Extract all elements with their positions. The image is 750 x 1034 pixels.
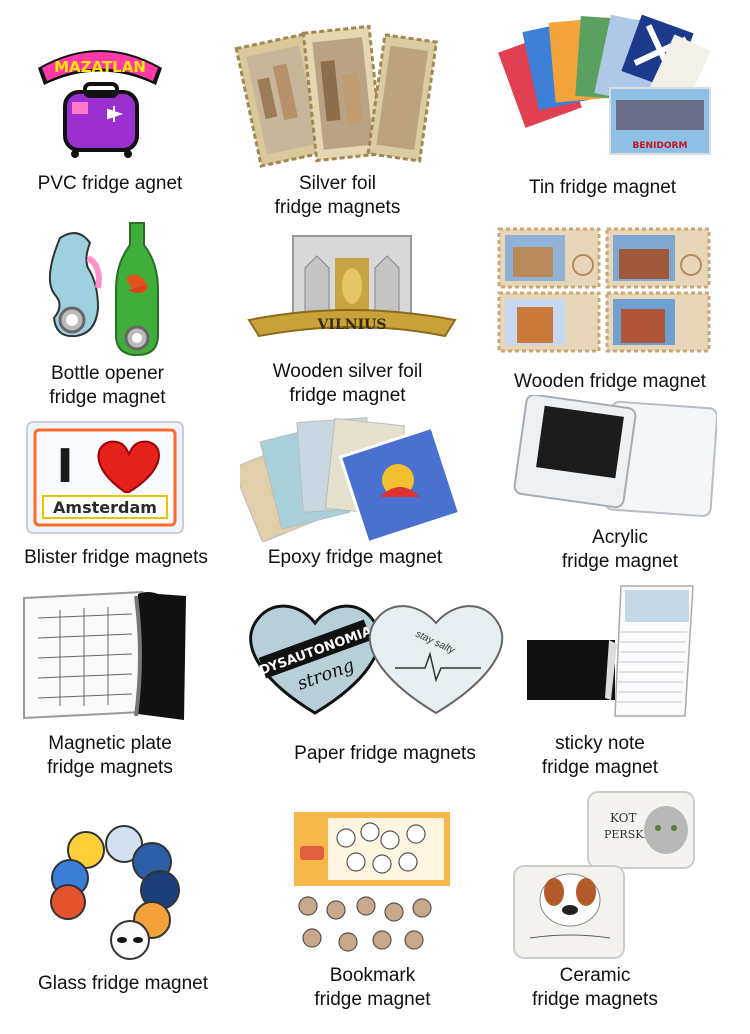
bottle-opener-image	[30, 218, 180, 363]
ceramic-art-perski: PERSKI	[604, 828, 648, 841]
caption-bookmark: Bookmark fridge magnet	[314, 965, 431, 1010]
blister-magnet-image: I Amsterdam	[25, 420, 185, 535]
caption-silver-foil: Silver foil fridge magnets	[274, 173, 401, 218]
magnetic-plate-image	[20, 588, 190, 723]
tin-art-text: BENIDORM	[633, 141, 688, 151]
ceramic-magnet-image: KOT PERSKI	[510, 788, 700, 963]
blister-art-i: I	[56, 439, 73, 493]
ceramic-art-kot: KOT	[610, 811, 636, 825]
caption-wooden: Wooden fridge magnet	[514, 371, 706, 392]
sticky-note-image	[525, 580, 705, 720]
glass-magnet-image	[48, 822, 188, 962]
caption-epoxy: Epoxy fridge magnet	[267, 547, 443, 568]
pvc-art-text: MAZATLAN	[54, 58, 146, 76]
silver-foil-magnet-image	[228, 20, 438, 170]
paper-magnet-image: DYSAUTONOMIA strong stay salty	[245, 588, 507, 718]
vilnius-art-text: VILNIUS	[317, 317, 387, 333]
caption-bottle-opener: Bottle opener fridge magnet	[49, 363, 166, 408]
caption-acrylic: Acrylic fridge magnet	[561, 527, 679, 572]
caption-sticky-note: sticky note fridge magnet	[541, 733, 659, 778]
wooden-silver-foil-image: VILNIUS	[245, 228, 460, 356]
caption-glass: Glass fridge magnet	[37, 973, 209, 994]
acrylic-magnet-image	[512, 395, 717, 525]
caption-blister: Blister fridge magnets	[24, 547, 208, 568]
pvc-art-subtext: MAZATLAN	[82, 78, 119, 85]
bookmark-magnet-image	[290, 810, 455, 960]
blister-art-city: Amsterdam	[53, 498, 157, 517]
epoxy-magnet-image	[240, 412, 460, 542]
caption-magnetic-plate: Magnetic plate fridge magnets	[47, 733, 173, 778]
pvc-magnet-image: MAZATLAN MAZATLAN	[30, 30, 170, 160]
caption-paper: Paper fridge magnets	[294, 743, 476, 764]
tin-magnet-image: BENIDORM	[490, 10, 715, 160]
wooden-magnet-image	[495, 225, 715, 355]
caption-wooden-silver-foil: Wooden silver foil fridge magnet	[272, 361, 423, 406]
caption-tin: Tin fridge magnet	[528, 177, 677, 198]
caption-ceramic: Ceramic fridge magnets	[532, 965, 658, 1010]
caption-pvc: PVC fridge agnet	[37, 173, 183, 194]
